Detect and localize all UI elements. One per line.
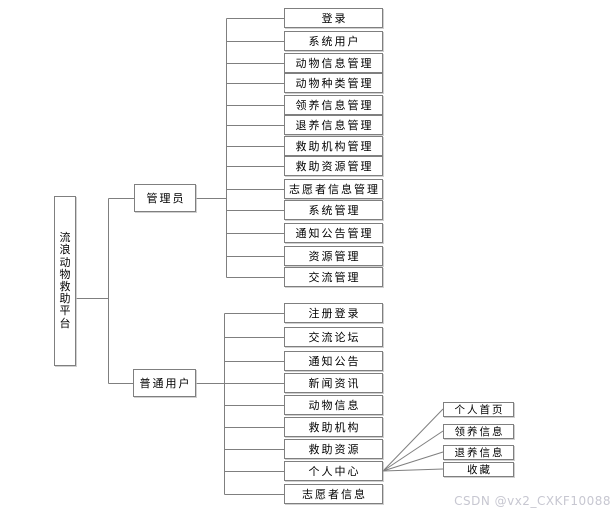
node-label: 收藏: [467, 464, 492, 476]
user-node-rescue-org: 救助机构: [284, 417, 383, 437]
node-label: 注册登录: [308, 307, 361, 320]
user-node-volunteer-info: 志愿者信息: [284, 484, 383, 504]
admin-node-login: 登录: [284, 8, 383, 28]
admin-node-system-user: 系统用户: [284, 31, 383, 51]
node-label: 登录: [321, 12, 348, 25]
node-label: 资源管理: [308, 250, 361, 263]
admin-node-rescue-org-mgmt: 救助机构管理: [284, 136, 383, 156]
pc-node-adoption-info: 领养信息: [443, 424, 514, 439]
csdn-watermark: CSDN @vx2_CXKF10088: [454, 494, 611, 508]
root-node-label: 流浪动物救助平台: [59, 231, 71, 330]
admin-node-forum-mgmt: 交流管理: [284, 267, 383, 287]
admin-node-return-info-mgmt: 退养信息管理: [284, 115, 383, 135]
node-label: 救助资源管理: [295, 160, 374, 173]
node-label: 退养信息管理: [295, 119, 374, 132]
node-label: 个人首页: [454, 404, 505, 416]
branch-node-regular-user-label: 普通用户: [139, 377, 192, 390]
pc-node-favorites: 收藏: [443, 462, 514, 477]
admin-node-resource-mgmt: 资源管理: [284, 246, 383, 266]
user-node-animal-info: 动物信息: [284, 395, 383, 415]
user-node-forum: 交流论坛: [284, 327, 383, 347]
branch-node-regular-user: 普通用户: [133, 369, 196, 397]
node-label: 个人中心: [308, 465, 361, 478]
node-label: 交流管理: [308, 271, 361, 284]
node-label: 救助资源: [308, 443, 361, 456]
node-label: 救助机构: [308, 421, 361, 434]
user-node-notice: 通知公告: [284, 351, 383, 371]
admin-node-notice-mgmt: 通知公告管理: [284, 223, 383, 243]
node-label: 动物信息管理: [295, 57, 374, 70]
user-node-personal-center: 个人中心: [284, 461, 383, 481]
user-node-rescue-resource: 救助资源: [284, 439, 383, 459]
node-label: 志愿者信息管理: [289, 183, 380, 196]
pc-node-return-info: 退养信息: [443, 445, 514, 460]
branch-node-admin-label: 管理员: [146, 192, 186, 205]
admin-node-animal-info-mgmt: 动物信息管理: [284, 53, 383, 73]
root-node-platform: 流浪动物救助平台: [54, 196, 76, 366]
user-node-register-login: 注册登录: [284, 303, 383, 323]
admin-node-adoption-info-mgmt: 领养信息管理: [284, 95, 383, 115]
node-label: 交流论坛: [308, 331, 361, 344]
admin-node-animal-category-mgmt: 动物种类管理: [284, 73, 383, 93]
admin-node-rescue-resource-mgmt: 救助资源管理: [284, 156, 383, 176]
node-label: 领养信息管理: [295, 99, 374, 112]
node-label: 领养信息: [454, 426, 505, 438]
node-label: 动物信息: [308, 399, 361, 412]
node-label: 系统管理: [308, 204, 361, 217]
node-label: 通知公告管理: [295, 227, 374, 240]
node-label: 救助机构管理: [295, 140, 374, 153]
node-label: 系统用户: [308, 35, 361, 48]
node-label: 志愿者信息: [302, 488, 367, 501]
pc-node-personal-home: 个人首页: [443, 402, 514, 417]
admin-node-volunteer-info-mgmt: 志愿者信息管理: [284, 179, 383, 199]
user-node-news: 新闻资讯: [284, 373, 383, 393]
admin-node-system-mgmt: 系统管理: [284, 200, 383, 220]
node-label: 动物种类管理: [295, 77, 374, 90]
branch-node-admin: 管理员: [134, 184, 196, 212]
node-label: 通知公告: [308, 355, 361, 368]
node-label: 新闻资讯: [308, 377, 361, 390]
node-label: 退养信息: [454, 447, 505, 459]
